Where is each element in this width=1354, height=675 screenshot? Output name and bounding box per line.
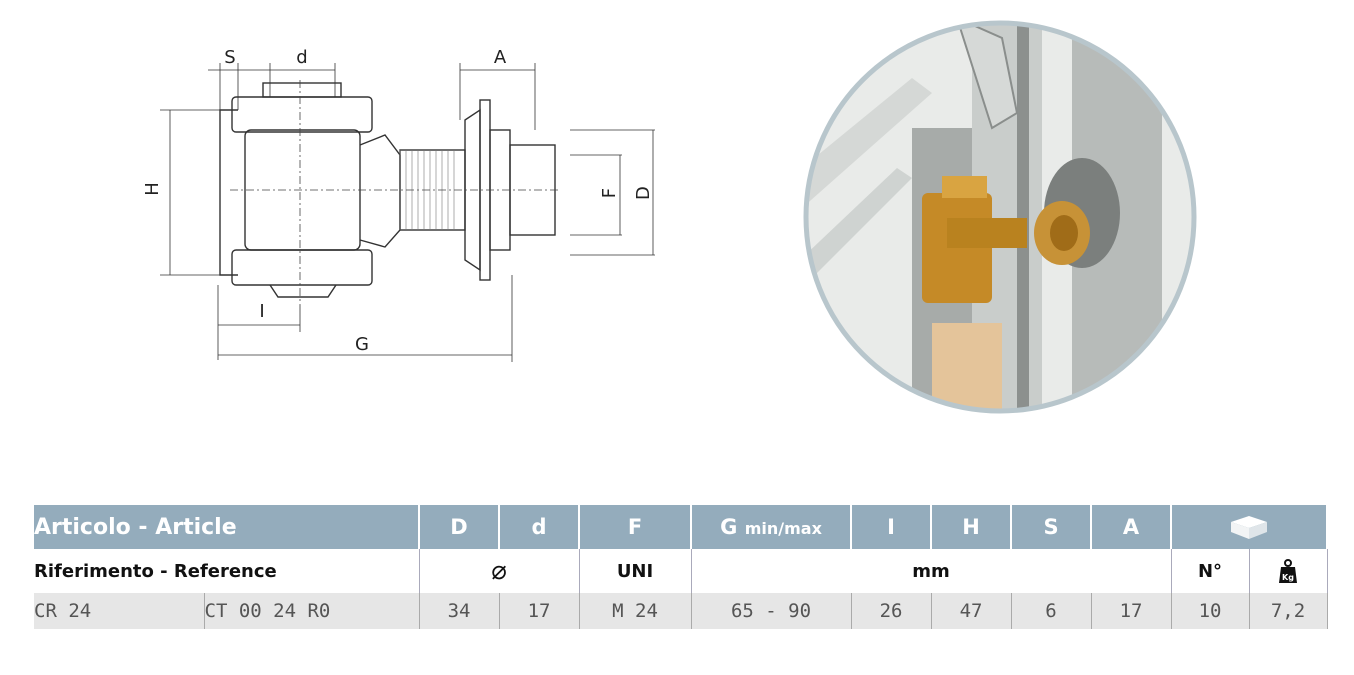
bracket-outline — [219, 109, 238, 276]
cell-ref: CT 00 24 R0 — [204, 593, 420, 629]
diameter-symbol: ⌀ — [419, 549, 580, 593]
dim-label-I: I — [259, 301, 264, 322]
cell-d: 17 — [499, 593, 580, 629]
shaft-neck — [359, 134, 401, 248]
table-subheader-row: Riferimento - Reference ⌀ UNI mm N° Kg — [34, 549, 1328, 593]
header-G: G min/max — [691, 505, 853, 549]
subheader-weight: Kg — [1249, 549, 1328, 593]
cell-D: 34 — [419, 593, 500, 629]
subheader-reference: Riferimento - Reference — [34, 549, 420, 593]
cell-A: 17 — [1091, 593, 1172, 629]
header-A: A — [1091, 505, 1173, 549]
cell-N: 10 — [1171, 593, 1250, 629]
subheader-count: N° — [1171, 549, 1250, 593]
cell-S: 6 — [1011, 593, 1092, 629]
header-d: d — [499, 505, 581, 549]
header-D: D — [419, 505, 501, 549]
header-I: I — [851, 505, 933, 549]
kg-weight-icon: Kg — [1279, 559, 1298, 583]
header-G-sub: min/max — [744, 519, 822, 538]
dim-label-D: D — [633, 186, 654, 200]
cell-kg: 7,2 — [1249, 593, 1328, 629]
header-S: S — [1011, 505, 1093, 549]
installation-illustration — [803, 20, 1197, 414]
header-H: H — [931, 505, 1013, 549]
cell-code: CR 24 — [34, 593, 205, 629]
dim-label-A: A — [494, 47, 507, 68]
box-icon — [1231, 516, 1268, 539]
header-G-main: G — [720, 515, 738, 539]
cell-I: 26 — [851, 593, 932, 629]
header-F: F — [579, 505, 693, 549]
top-pin-cap — [262, 82, 342, 98]
subheader-mm: mm — [691, 549, 1172, 593]
dim-label-d: d — [296, 47, 307, 68]
bottom-plate — [231, 249, 373, 286]
top-plate — [231, 96, 373, 133]
dim-label-S: S — [224, 47, 235, 68]
spec-table: Articolo - Article D d F G min/max I H S… — [34, 505, 1329, 629]
thread-end — [509, 144, 556, 236]
dim-label-F: F — [599, 188, 620, 198]
cell-F: M 24 — [579, 593, 692, 629]
cell-H: 47 — [931, 593, 1012, 629]
header-article: Articolo - Article — [34, 505, 421, 549]
kg-label: Kg — [1282, 573, 1294, 582]
cell-G: 65 - 90 — [691, 593, 852, 629]
dim-label-G: G — [355, 334, 369, 355]
table-row: CR 24 CT 00 24 R0 34 17 M 24 65 - 90 26 … — [34, 593, 1328, 629]
subheader-uni: UNI — [579, 549, 692, 593]
bottom-pin-cap — [269, 284, 337, 298]
table-header-row: Articolo - Article D d F G min/max I H S… — [34, 505, 1329, 549]
dim-label-H: H — [142, 182, 163, 196]
technical-drawing: S d A H F D I G — [142, 47, 655, 362]
header-package — [1171, 505, 1329, 549]
